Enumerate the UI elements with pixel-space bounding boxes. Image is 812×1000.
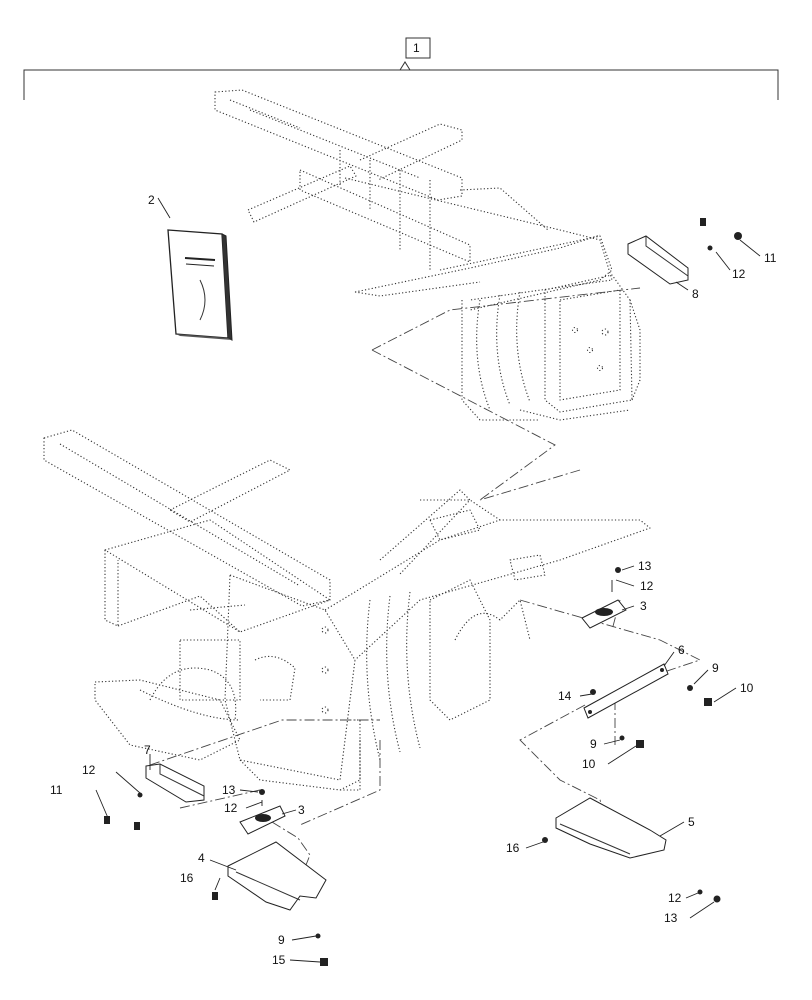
callout-2: 2: [148, 193, 155, 207]
callout-12: 12: [732, 267, 746, 281]
callout-5: 5: [688, 815, 695, 829]
callout-11: 11: [764, 251, 777, 265]
bolt-icon: [134, 822, 140, 830]
bolt-icon: [212, 892, 218, 900]
callout-10: 10: [740, 681, 754, 695]
assembly-bracket: [23, 37, 779, 100]
bolt-icon: [542, 837, 548, 843]
callout-14: 14: [558, 689, 572, 703]
callout-box-1: [405, 37, 431, 59]
callout-9: 9: [712, 661, 719, 675]
callout-9: 9: [590, 737, 597, 751]
callout-15: 15: [272, 953, 286, 967]
bar-6: [583, 663, 712, 748]
guard-4: [212, 841, 328, 966]
callout-16: 16: [180, 871, 194, 885]
guard-5: [542, 797, 721, 903]
lower-frame-assembly: [43, 429, 651, 791]
callout-3: 3: [640, 599, 647, 613]
callout-13: 13: [222, 783, 236, 797]
washer-icon: [697, 889, 703, 895]
callout-13: 13: [664, 911, 678, 925]
upper-frame-assembly: [214, 89, 641, 421]
callout-7: 7: [144, 743, 151, 757]
washer-icon: [707, 245, 713, 251]
callout-3: 3: [298, 803, 305, 817]
callout-1: 1: [413, 41, 420, 55]
bracket-7: [104, 763, 205, 830]
callout-16: 16: [506, 841, 520, 855]
callout-12: 12: [82, 763, 96, 777]
nut-icon: [615, 567, 621, 573]
operator-manual: [167, 229, 233, 341]
callout-8: 8: [692, 287, 699, 301]
washer-icon: [619, 735, 625, 741]
callout-11: 11: [50, 783, 63, 797]
bolt-icon: [320, 958, 328, 966]
callout-12: 12: [668, 891, 682, 905]
bolt-icon: [636, 740, 644, 748]
bracket-8: [627, 218, 742, 285]
bolt-icon: [700, 218, 706, 226]
bolt-icon: [590, 689, 596, 695]
pad-3-upper: [581, 567, 627, 629]
washer-icon: [315, 933, 321, 939]
callout-13: 13: [638, 559, 652, 573]
callout-labels: 1 2 8 12 11 7 12 11 13 12 3 4 16 9 15 13…: [50, 41, 777, 967]
nut-icon: [734, 232, 742, 240]
callout-12: 12: [640, 579, 654, 593]
pad-3-lower: [239, 789, 286, 835]
bolt-icon: [704, 698, 712, 706]
washer-icon: [137, 792, 143, 798]
callout-6: 6: [678, 643, 685, 657]
callout-9: 9: [278, 933, 285, 947]
washer-icon: [687, 685, 693, 691]
nut-icon: [259, 789, 265, 795]
callout-10: 10: [582, 757, 596, 771]
callout-12: 12: [224, 801, 238, 815]
nut-icon: [713, 895, 721, 903]
bolt-icon: [104, 816, 110, 824]
leader-lines: [95, 197, 761, 963]
callout-4: 4: [198, 851, 205, 865]
